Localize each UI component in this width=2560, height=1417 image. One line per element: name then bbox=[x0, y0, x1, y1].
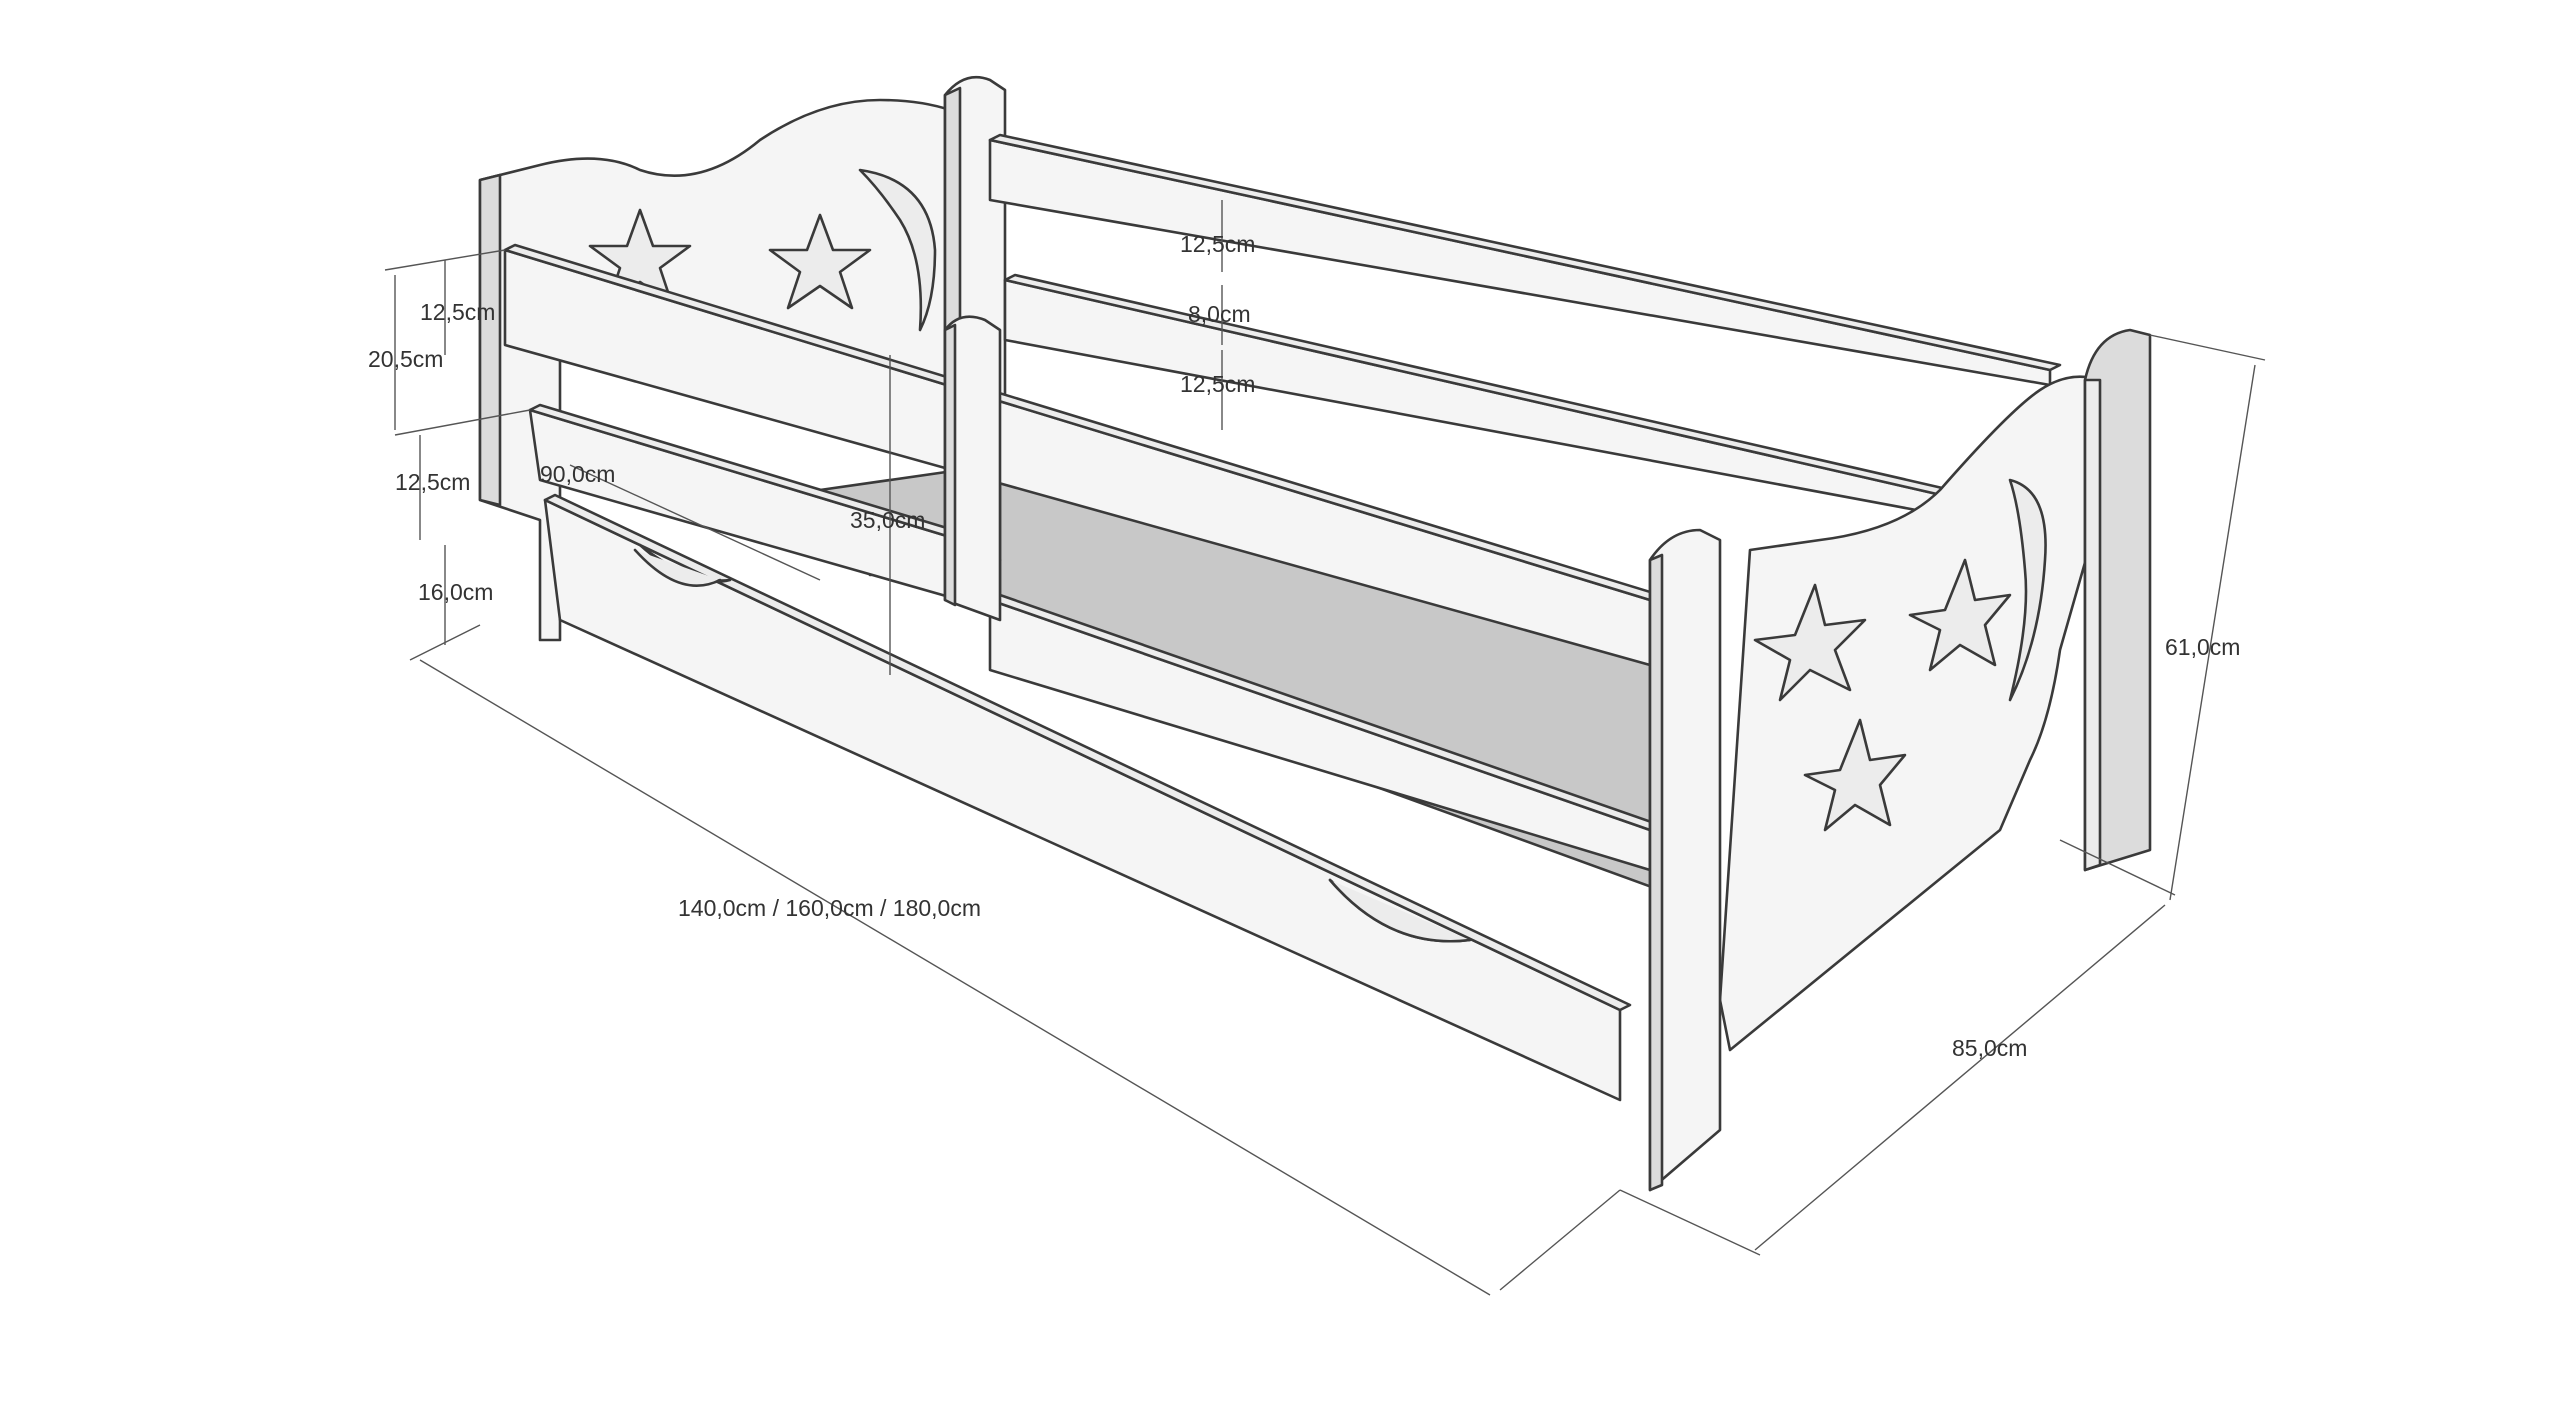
dim-width: 85,0cm bbox=[1952, 1035, 2027, 1061]
dim-total-height: 61,0cm bbox=[2165, 634, 2240, 660]
dim-back-rail-gap: 8,0cm bbox=[1188, 301, 1251, 327]
back-rails bbox=[988, 133, 2062, 537]
right-post bbox=[1648, 528, 1722, 1192]
star-icon bbox=[1803, 718, 1907, 832]
dim-middle-rail: 12,5cm bbox=[395, 469, 470, 495]
dim-guard-height: 35,0cm bbox=[850, 507, 925, 533]
moon-icon bbox=[858, 168, 937, 332]
front-rails bbox=[503, 243, 1662, 872]
star-icon bbox=[768, 213, 872, 310]
dimension-lines bbox=[384, 200, 2266, 1296]
dim-length: 140,0cm / 160,0cm / 180,0cm bbox=[678, 895, 981, 921]
star-icon bbox=[1753, 583, 1867, 702]
star-icon bbox=[1908, 558, 2012, 672]
dim-headboard-span: 20,5cm bbox=[368, 346, 443, 372]
dim-back-rail-top: 12,5cm bbox=[1180, 231, 1255, 257]
dim-top-rail: 12,5cm bbox=[420, 299, 495, 325]
right-headboard bbox=[1718, 328, 2152, 1052]
dim-back-rail-bottom: 12,5cm bbox=[1180, 371, 1255, 397]
drawer bbox=[543, 493, 1632, 1102]
moon-icon bbox=[2008, 478, 2047, 702]
dimension-labels: 12,5cm 20,5cm 12,5cm 16,0cm 90,0cm 35,0c… bbox=[368, 231, 2240, 1061]
dim-drawer: 16,0cm bbox=[418, 579, 493, 605]
guard-post bbox=[943, 315, 1002, 622]
dim-gap-opening: 90,0cm bbox=[540, 461, 615, 487]
